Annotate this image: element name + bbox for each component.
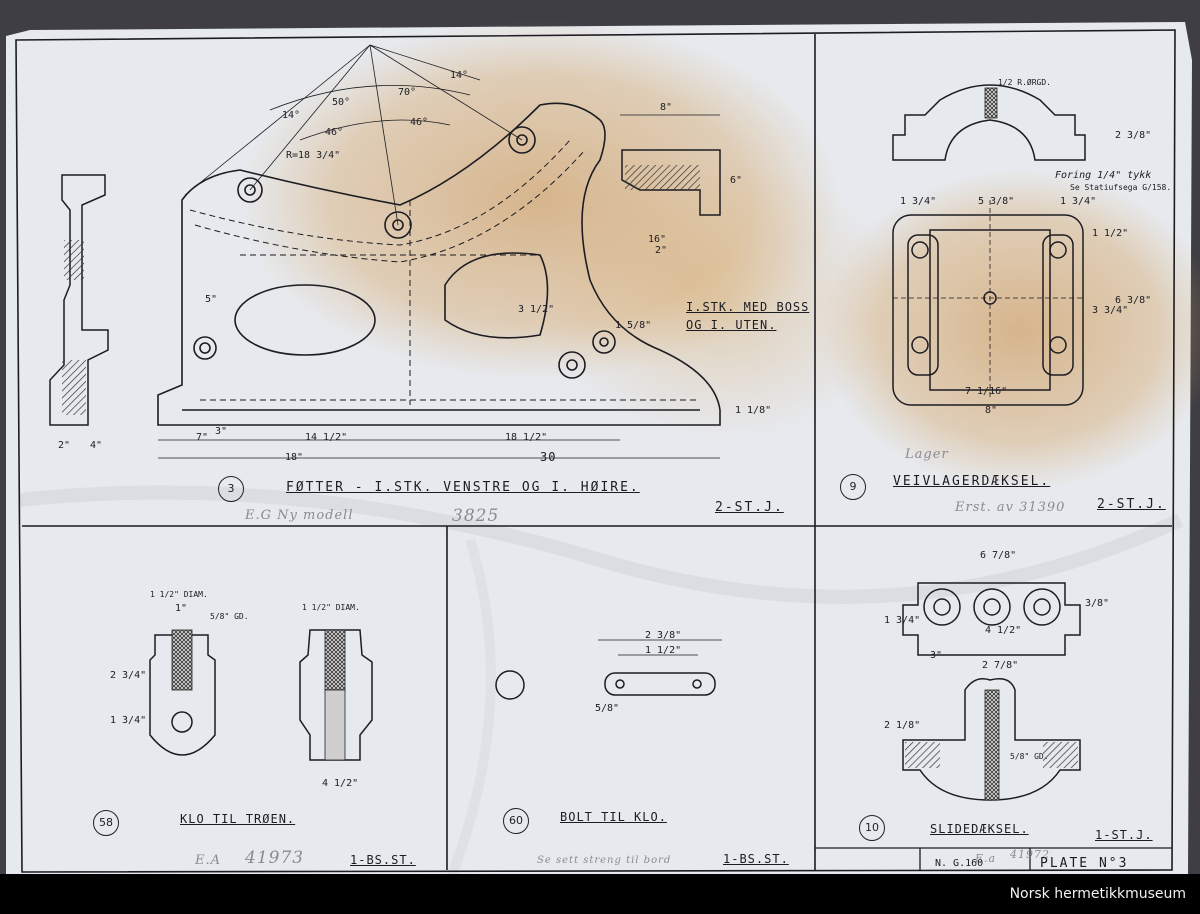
part3-boss-note: I.STK. MED BOSS <box>686 300 810 314</box>
dim-60-2-3-8: 2 3/8" <box>645 630 682 641</box>
part60-title: BOLT TIL KLO. <box>560 810 667 824</box>
dim-angle-46a: 46° <box>325 127 344 138</box>
dim-2: 2" <box>655 245 668 256</box>
dim-9-5-3-8: 5 3/8" <box>978 196 1015 207</box>
dim-9-2-3-8: 2 3/8" <box>1115 130 1152 141</box>
dim-10-2-7-8: 2 7/8" <box>982 660 1019 671</box>
part10-pencil-note: E.a <box>975 852 997 865</box>
dim-8: 8" <box>660 102 673 113</box>
part3-pencil-number: 3825 <box>452 506 500 526</box>
part10-quantity: 1-ST.J. <box>1095 828 1153 842</box>
drawing-border <box>15 29 1176 873</box>
part9-lining-note: Foring 1/4" tykk <box>1055 170 1152 181</box>
part3-number: 3 <box>218 476 244 502</box>
dim-5: 5" <box>205 294 218 305</box>
dim-angle-46b: 46° <box>410 117 429 128</box>
part58-pencil-note: E.A <box>195 853 222 868</box>
part10-slide-cover <box>902 582 1081 801</box>
part3-quantity: 2-ST.J. <box>715 500 784 515</box>
dim-9-1-half: 1 1/2" <box>1092 228 1129 239</box>
part58-pencil-number: 41973 <box>245 848 305 868</box>
dim-58-diam: 1 1/2" DIAM. <box>150 590 208 599</box>
dim-9-bore: 1/2 R.ØRGD. <box>998 78 1051 87</box>
dim-58-1: 1" <box>175 603 188 614</box>
part9-title: VEIVLAGERDÆKSEL. <box>893 474 1051 489</box>
dim-4: 4" <box>90 440 103 451</box>
part60-pencil-note: Se sett streng til bord <box>537 855 672 866</box>
dim-58-2-3-4: 2 3/4" <box>110 670 147 681</box>
dim-10-1-3-4: 1 3/4" <box>884 615 921 626</box>
dim-9-7-1-16: 7 1/16" <box>965 386 1008 397</box>
part10-number: 10 <box>859 815 885 841</box>
dim-10-3-8: 3/8" <box>1085 598 1110 609</box>
part9-number: 9 <box>840 474 866 500</box>
dim-10-4-half: 4 1/2" <box>985 625 1022 636</box>
dim-7: 7" <box>196 432 209 443</box>
dim-angle-14a: 14° <box>282 110 301 121</box>
part9-lining-ref: Se Statiufsega G/158. <box>1070 183 1172 192</box>
dim-3-half: 3 1/2" <box>518 304 555 315</box>
part10-title: SLIDEDÆKSEL. <box>930 822 1029 836</box>
dim-58-diam-b: 1 1/2" DIAM. <box>302 603 360 612</box>
dim-10-6-7-8: 6 7/8" <box>980 550 1017 561</box>
part3-boss-note-2: OG I. UTEN. <box>686 318 777 332</box>
dim-6: 6" <box>730 175 743 186</box>
dim-3: 3" <box>215 426 228 437</box>
museum-footer: Norsk hermetikkmuseum <box>0 874 1200 914</box>
part58-claw <box>149 629 373 761</box>
part58-title: KLO TIL TRØEN. <box>180 812 296 826</box>
dim-2-side: 2" <box>58 440 71 451</box>
part9-quantity: 2-ST.J. <box>1097 497 1166 512</box>
part60-bolt <box>495 670 716 700</box>
dim-60-1-half: 1 1/2" <box>645 645 682 656</box>
part3-pencil-note: E.G Ny modell <box>245 508 354 523</box>
dim-radius: R=18 3/4" <box>286 150 341 161</box>
dim-angle-50: 50° <box>332 97 351 108</box>
part10-pencil-number: 41972 <box>1010 848 1050 861</box>
dim-angle-70: 70° <box>398 87 417 98</box>
dim-9-1-3-4b: 1 3/4" <box>1060 196 1097 207</box>
dim-60-5-8: 5/8" <box>595 703 620 714</box>
part3-foot-elevation <box>157 102 721 426</box>
dim-10-2-1-8: 2 1/8" <box>884 720 921 731</box>
sheet-plate-label: PLATE N°3 <box>1040 856 1129 871</box>
part60-number: 60 <box>503 808 529 834</box>
dim-9-8: 8" <box>985 405 998 416</box>
part60-quantity: 1-BS.ST. <box>723 852 789 866</box>
dim-1-5-8: 1 5/8" <box>615 320 652 331</box>
part58-quantity: 1-BS.ST. <box>350 853 416 867</box>
part58-number: 58 <box>93 810 119 836</box>
museum-caption: Norsk hermetikkmuseum <box>1009 886 1186 902</box>
dim-10-3: 3" <box>930 650 943 661</box>
part9-pencil-over: Lager <box>905 447 949 462</box>
dim-18: 18" <box>285 452 304 463</box>
dim-58-4-half: 4 1/2" <box>322 778 359 789</box>
part9-bearing-cover <box>892 84 1086 406</box>
dim-9-6-3-8: 6 3/8" <box>1115 295 1152 306</box>
dim-14-half: 14 1/2" <box>305 432 348 443</box>
title-block <box>815 847 1172 870</box>
part3-title: FØTTER - I.STK. VENSTRE OG I. HØIRE. <box>286 480 640 495</box>
dim-58-1-3-4: 1 3/4" <box>110 715 147 726</box>
dim-angle-14b: 14° <box>450 70 469 81</box>
dim-30: 30 <box>540 450 557 464</box>
dim-9-1-3-4a: 1 3/4" <box>900 196 937 207</box>
sheet-stamp: N. G.160 <box>935 858 984 869</box>
dim-1-eighth: 1 1/8" <box>735 405 772 416</box>
dim-16: 16" <box>648 234 667 245</box>
dim-10-gd: 5/8" GD. <box>1010 752 1049 761</box>
dim-18-half: 18 1/2" <box>505 432 548 443</box>
part9-pencil-note: Erst. av 31390 <box>955 500 1066 515</box>
dim-58-gd: 5/8" GD. <box>210 612 249 621</box>
dim-9-3-3-4: 3 3/4" <box>1092 305 1129 316</box>
part3-angle-rays <box>184 44 523 226</box>
